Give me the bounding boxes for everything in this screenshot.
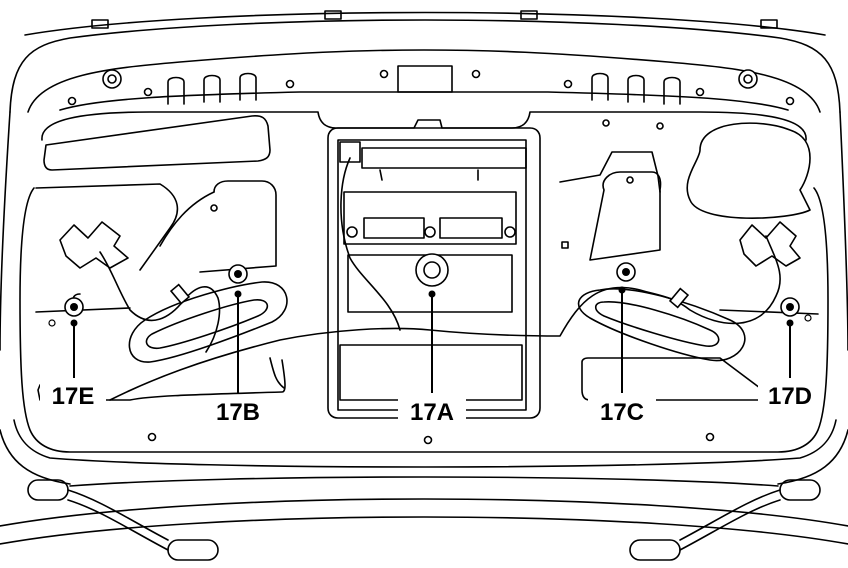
left-upper-pad <box>43 115 271 171</box>
fastener-bolts <box>64 262 800 317</box>
gas-strut-left <box>27 479 219 561</box>
gas-strut-right <box>629 479 821 561</box>
label-17a: 17A <box>410 399 454 426</box>
label-17b: 17B <box>216 399 260 426</box>
inner-panel-outline <box>19 111 829 453</box>
label-17c: 17C <box>600 399 644 426</box>
top-slots <box>91 10 778 29</box>
label-17e: 17E <box>52 383 95 410</box>
label-17d: 17D <box>768 383 812 410</box>
wiring-harness <box>99 157 781 401</box>
center-module <box>327 119 541 419</box>
callout-leaders <box>70 286 794 393</box>
upper-trim-strip <box>27 49 821 113</box>
right-side-components <box>559 122 819 401</box>
callout-labels: 17A 17B 17C 17D 17E <box>40 380 822 426</box>
left-side-components <box>35 180 288 401</box>
